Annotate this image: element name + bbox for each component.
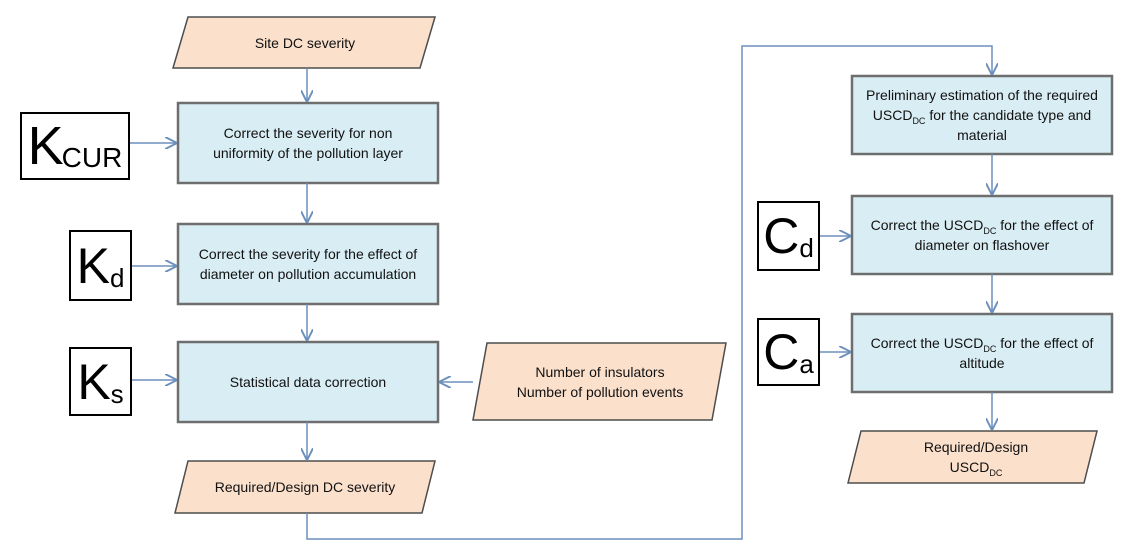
preliminary-estimation-shape (850, 74, 1114, 156)
correct-usc-diameter-shape (850, 194, 1114, 276)
inputs-line-2: Number of pollution events (516, 383, 684, 400)
correct-usc-altitude-label: Correct the USCDDC for the effect of alt… (870, 335, 1094, 371)
subscript-dc: DC (989, 467, 1003, 478)
required-dc-severity-label: Required/Design DC severity (214, 479, 396, 495)
connector-left-to-right (306, 45, 992, 540)
required-usc-shape (847, 430, 1098, 484)
inputs-line-1: Number of insulators (535, 363, 665, 380)
statistical-correction-label: Statistical data correction (229, 374, 387, 390)
statistical-inputs-shape (472, 342, 727, 421)
preliminary-estimation-label: Preliminary estimation of the required U… (866, 87, 1098, 143)
subscript-dc: DC (983, 343, 997, 354)
required-usc-label: Required/Design USCDDC (923, 439, 1029, 478)
site-dc-severity-label: Site DC severity (254, 34, 356, 51)
correct-usc-altitude-shape (850, 312, 1114, 394)
correct-diameter-accumulation-label: Correct the severity for the effect of d… (198, 246, 418, 282)
site-dc-severity-shape (171, 16, 437, 69)
statistical-correction-shape (176, 340, 440, 424)
subscript-dc: DC (912, 115, 926, 126)
correct-diameter-accumulation-shape (176, 222, 440, 306)
correct-usc-diameter-label: Correct the USCDDC for the effect of dia… (870, 217, 1094, 253)
correct-nonuniformity-shape (176, 101, 440, 185)
subscript-dc: DC (983, 225, 997, 236)
correct-nonuniformity-label: Correct the severity for non uniformity … (213, 125, 403, 161)
statistical-inputs-label: Number of insulators Number of pollution… (490, 343, 710, 420)
required-dc-severity-shape (174, 460, 436, 514)
